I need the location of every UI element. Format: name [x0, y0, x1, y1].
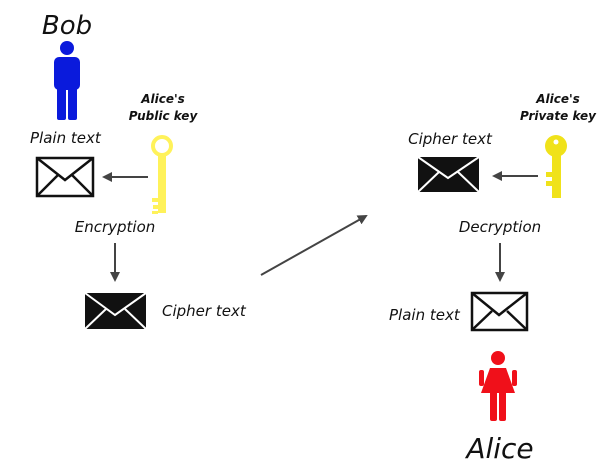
encryption-label: Encryption — [75, 218, 156, 236]
key-outline-icon — [151, 135, 173, 214]
public-key-label-line2: Public key — [129, 109, 199, 123]
key-solid-icon — [545, 135, 567, 198]
arrow-transmit — [260, 215, 368, 276]
private-key-label-line2: Private key — [520, 109, 597, 123]
alice-plain-text-label: Plain text — [389, 306, 461, 324]
alice-cipher-text-label: Cipher text — [408, 130, 493, 148]
decryption-label: Decryption — [459, 218, 541, 236]
alice-name: Alice — [464, 432, 533, 465]
envelope-solid-icon — [417, 156, 480, 193]
bob-cipher-text-label: Cipher text — [162, 302, 247, 320]
bob-plain-text-label: Plain text — [30, 129, 102, 147]
envelope-outline-icon — [470, 291, 529, 332]
envelope-solid-icon — [84, 292, 147, 330]
public-key-label-line1: Alice's — [140, 92, 185, 106]
private-key-label-line1: Alice's — [535, 92, 580, 106]
female-person-icon — [479, 351, 517, 421]
male-person-icon — [54, 41, 80, 120]
envelope-outline-icon — [35, 156, 95, 198]
bob-name: Bob — [42, 11, 92, 41]
